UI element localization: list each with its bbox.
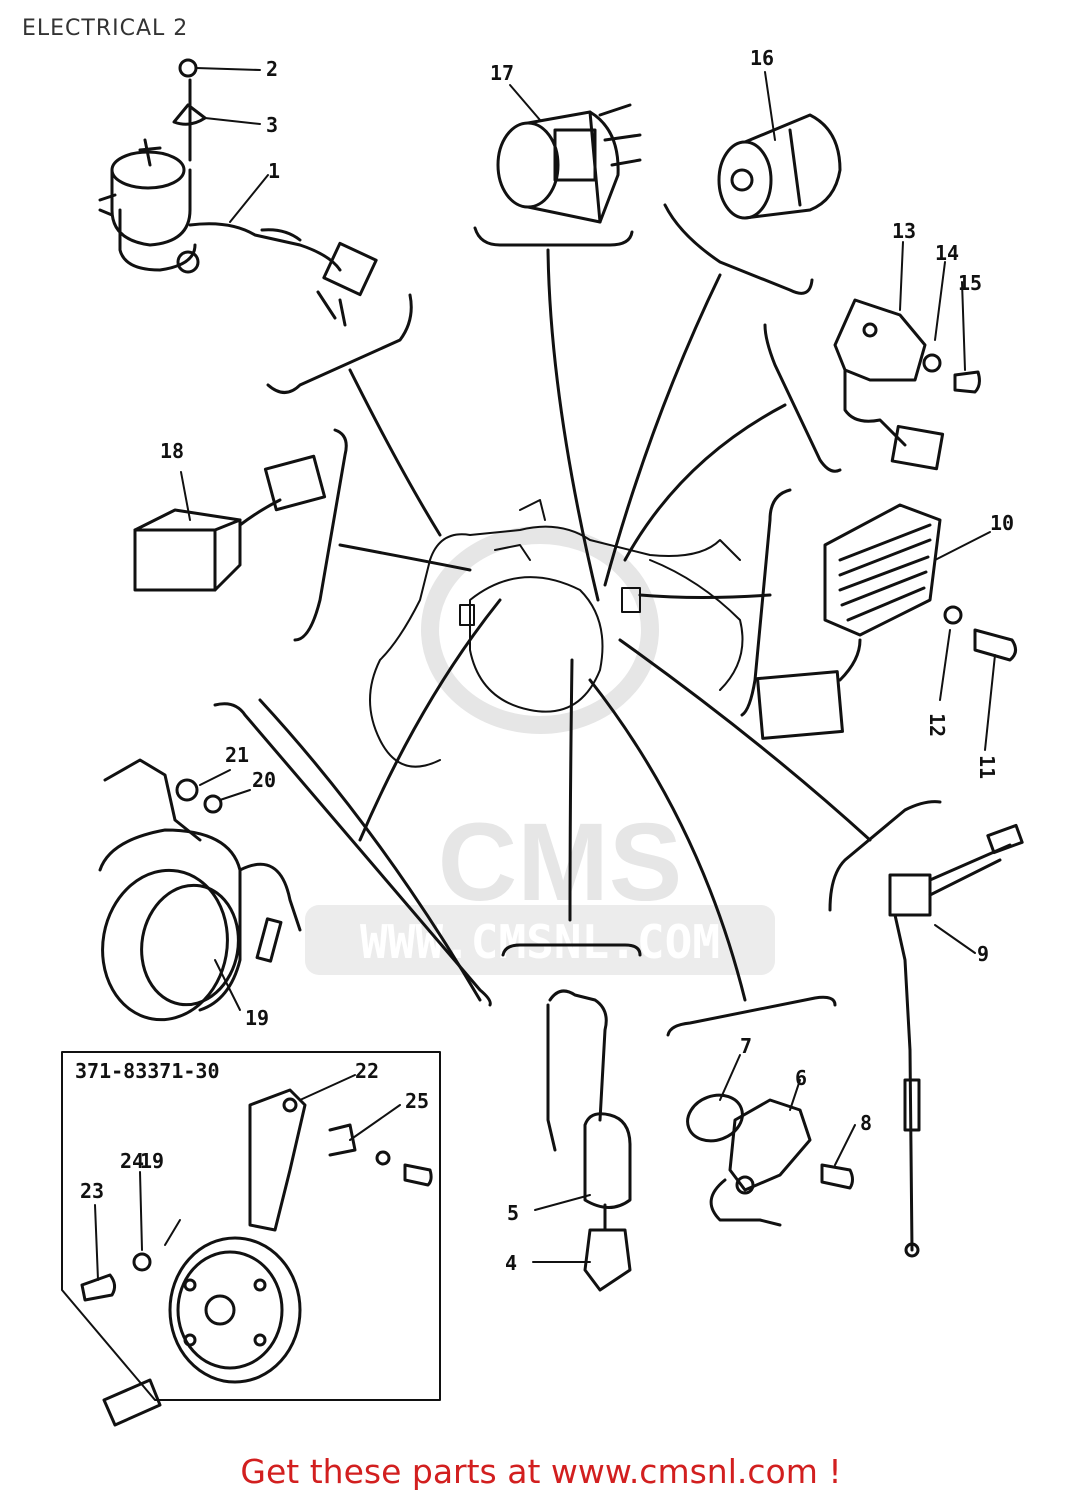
main-switch — [98, 138, 378, 327]
callout-17: 17 — [490, 61, 514, 85]
footer-link-text[interactable]: Get these parts at www.cmsnl.com ! — [240, 1452, 842, 1491]
watermark-url: WWW.CMSNL.COM — [360, 915, 720, 969]
neutral-switch — [686, 1093, 854, 1227]
watermark-brand: CMS — [438, 801, 682, 924]
rectifier-regulator — [756, 503, 1017, 740]
pressure-sender — [546, 989, 632, 1292]
indicator-light — [496, 103, 642, 224]
callout-20: 20 — [252, 768, 276, 792]
callout-numbers: 1 2 3 4 5 6 7 8 9 10 11 12 13 14 15 16 1… — [75, 46, 1014, 1275]
mounting-bracket — [833, 298, 981, 471]
frame-sketch — [369, 499, 744, 768]
switch-cap — [172, 58, 207, 162]
callout-8: 8 — [860, 1111, 872, 1135]
callout-10: 10 — [990, 511, 1014, 535]
relay — [717, 113, 842, 220]
callout-leaders — [180, 67, 996, 1263]
callout-4: 4 — [505, 1251, 517, 1275]
callout-9: 9 — [977, 942, 989, 966]
callout-12: 12 — [925, 713, 949, 737]
callout-19-horn: 19 — [245, 1006, 269, 1030]
callout-1: 1 — [268, 159, 280, 183]
brackets — [213, 203, 942, 1037]
callout-24: 24 — [120, 1149, 144, 1173]
connector — [133, 454, 327, 592]
callout-18: 18 — [160, 439, 184, 463]
callout-22: 22 — [355, 1059, 379, 1083]
horn — [98, 758, 302, 1022]
callout-7: 7 — [740, 1034, 752, 1058]
callout-21: 21 — [225, 743, 249, 767]
callout-3: 3 — [266, 113, 278, 137]
callout-25: 25 — [405, 1089, 429, 1113]
callout-6: 6 — [795, 1066, 807, 1090]
page-title: ELECTRICAL 2 — [22, 16, 189, 41]
leader-lines — [258, 248, 872, 1002]
callout-11: 11 — [975, 755, 999, 779]
horn-kit-box — [61, 1051, 441, 1427]
callout-19-kit: 19 — [140, 1149, 164, 1173]
callout-14: 14 — [935, 241, 959, 265]
callout-23: 23 — [80, 1179, 104, 1203]
callout-5: 5 — [507, 1201, 519, 1225]
callout-2: 2 — [266, 57, 278, 81]
callout-16: 16 — [750, 46, 774, 70]
callout-15: 15 — [958, 271, 982, 295]
thermo-switch — [888, 823, 1024, 1258]
kit-box-label: 371-83371-30 — [75, 1059, 220, 1083]
watermark: CMS WWW.CMSNL.COM — [305, 526, 775, 975]
callout-13: 13 — [892, 219, 916, 243]
